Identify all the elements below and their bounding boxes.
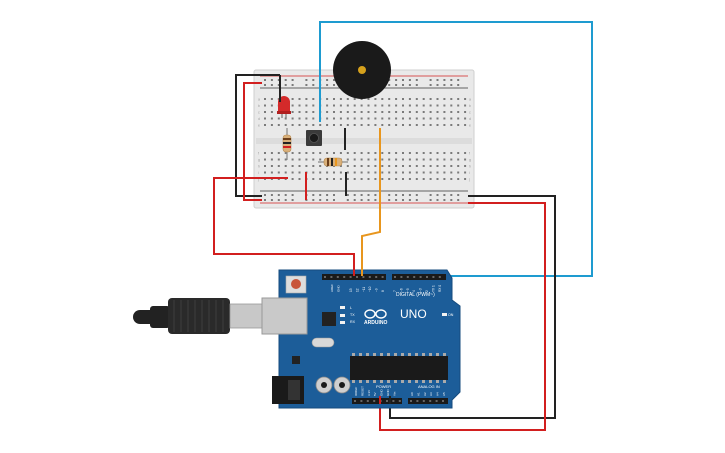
power-pin-label: GND	[380, 389, 384, 397]
uno-logo-text: UNO	[400, 307, 427, 321]
digital-header-label: DIGITAL (PWM~)	[396, 292, 435, 298]
digital-pin-label: 12	[355, 288, 359, 292]
resistor-horizontal	[318, 157, 348, 167]
analog-header	[408, 398, 448, 404]
analog-pin-label: A5	[442, 392, 446, 396]
digital-pin-label: 13	[349, 288, 353, 292]
analog-pin-label: A3	[429, 392, 433, 396]
power-pin-label: GND	[386, 389, 390, 397]
digital-pin-label: ~5	[406, 288, 410, 292]
row-letter: j	[468, 178, 470, 182]
row-letter: b	[469, 104, 471, 108]
digital-pin-label: 2	[425, 290, 429, 292]
row-letter: e	[258, 124, 260, 128]
wire-red-to-pin	[213, 177, 355, 274]
digital-pin-label: ~10	[368, 286, 372, 292]
row-letter: g	[258, 158, 260, 162]
row-letter: h	[258, 165, 260, 169]
usb-cable	[133, 298, 265, 334]
wire-black-gnd	[389, 195, 556, 419]
power-pin-label: RESET	[360, 386, 364, 396]
components	[277, 41, 391, 200]
wire-black-left	[235, 74, 280, 197]
row-letter: b	[258, 104, 260, 108]
power-pin-label: Vin	[392, 391, 396, 396]
usb-plug-metal	[229, 303, 265, 329]
row-letter: c	[469, 111, 471, 115]
wire-blue-button	[319, 21, 593, 277]
digital-pin-label: TX 1	[431, 285, 435, 292]
digital-pin-label: ~3	[419, 288, 423, 292]
digital-pin-label: ~9	[375, 288, 379, 292]
buzzer-center	[358, 66, 366, 74]
tx-label: TX	[350, 313, 355, 317]
usb-jack	[261, 297, 308, 335]
digital-pin-label: 4	[412, 290, 416, 292]
wire-red-left	[243, 82, 262, 201]
analog-pin-label: A4	[436, 392, 440, 396]
row-letter: h	[469, 165, 471, 169]
crystal	[311, 337, 335, 348]
wire-red-5v	[379, 202, 546, 431]
row-letter: c	[258, 111, 260, 115]
analog-pin-label: A2	[423, 392, 427, 396]
pushbutton	[306, 130, 322, 146]
row-letter: i	[258, 171, 259, 175]
power-header-label: POWER	[376, 384, 391, 389]
aref-label: AREF	[330, 284, 334, 292]
center-channel	[256, 138, 472, 144]
row-letter: f	[258, 152, 259, 156]
row-letter: a	[469, 98, 471, 102]
power-header	[352, 398, 402, 404]
analog-pin-label: A0	[410, 392, 414, 396]
digital-pin-label: RX 0	[438, 285, 442, 292]
wires	[213, 21, 593, 431]
usb-chip	[322, 312, 336, 326]
row-letter: j	[257, 178, 259, 182]
power-pin-label: 5V	[373, 392, 377, 396]
digital-header-right	[392, 274, 446, 280]
on-label: ON	[448, 313, 454, 317]
digital-header-left	[322, 274, 386, 280]
digital-pin-label: 8	[381, 290, 385, 292]
resistor-vertical	[282, 128, 292, 160]
power-pin-label: IOREF	[354, 387, 358, 396]
digital-pin-label: 7	[393, 290, 397, 292]
arduino-uno-board: L TX RX ON DIGITAL (PWM~) UNO ARDUINO PO…	[261, 269, 461, 409]
row-letter: d	[258, 117, 260, 121]
power-pin-label: 3.3V	[367, 390, 371, 396]
l-label: L	[350, 306, 352, 310]
row-letter: f	[469, 152, 470, 156]
row-letter: d	[469, 117, 471, 121]
rx-label: RX	[350, 320, 356, 324]
row-letter: e	[469, 124, 471, 128]
digital-pin-label: ~6	[399, 288, 403, 292]
row-letter: g	[469, 158, 471, 162]
wire-ends	[353, 262, 391, 404]
row-letter: i	[469, 171, 470, 175]
wire-orange-signal	[361, 128, 381, 274]
atmega-chip	[350, 356, 448, 380]
arduino-infinity-logo	[364, 309, 387, 319]
piezo-buzzer	[333, 41, 391, 99]
gnd-label: GND	[337, 285, 341, 293]
row-letter: a	[258, 98, 260, 102]
arduino-brand-text: ARDUINO	[364, 320, 387, 326]
analog-pin-label: A1	[416, 392, 420, 396]
digital-pin-label: ~11	[362, 287, 366, 292]
analog-header-label: ANALOG IN	[418, 384, 440, 389]
